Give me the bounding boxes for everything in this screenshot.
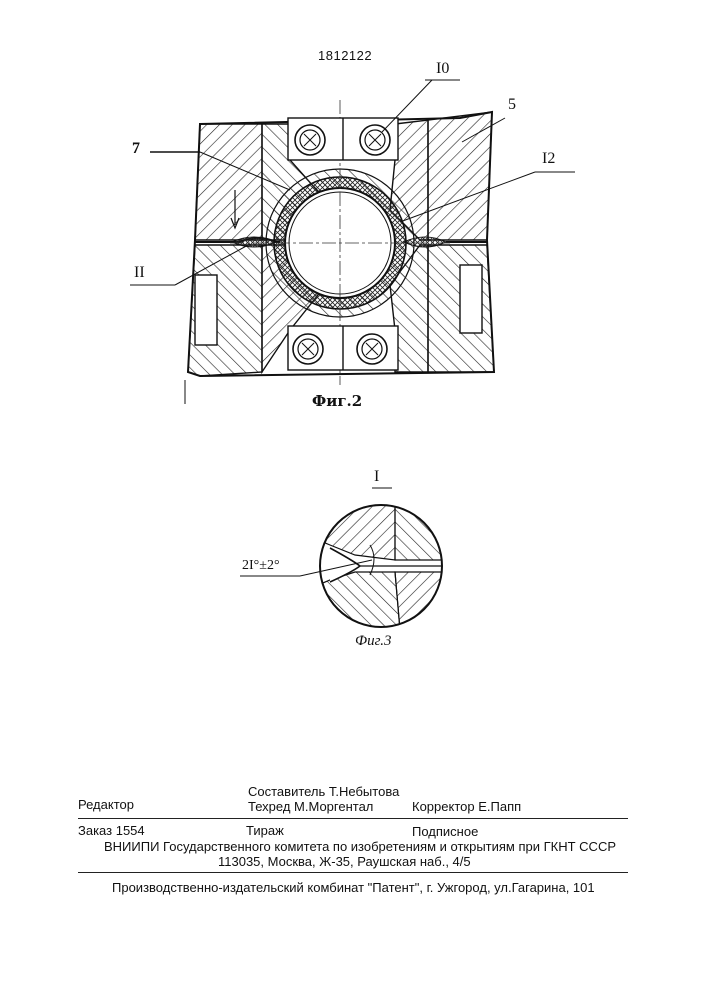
fig3-title: I bbox=[374, 468, 379, 486]
divider-bottom bbox=[78, 872, 628, 873]
publisher: Производственно-издательский комбинат "П… bbox=[112, 880, 595, 895]
divider-top bbox=[78, 818, 628, 819]
corrector: Корректор Е.Папп bbox=[412, 799, 521, 814]
editor: Редактор bbox=[78, 797, 134, 812]
address: 113035, Москва, Ж-35, Раушская наб., 4/5 bbox=[218, 854, 471, 869]
label-10: I0 bbox=[436, 60, 449, 78]
fig3-angle-label: 2I°±2° bbox=[242, 558, 280, 574]
subscription: Подписное bbox=[412, 824, 478, 839]
label-7: 7 bbox=[132, 140, 140, 158]
label-5: 5 bbox=[508, 96, 516, 114]
order: Заказ 1554 bbox=[78, 823, 145, 838]
label-11: II bbox=[134, 264, 145, 282]
techred: Техред М.Моргентал bbox=[248, 799, 373, 814]
circulation: Тираж bbox=[246, 823, 284, 838]
institute: ВНИИПИ Государственного комитета по изоб… bbox=[104, 839, 616, 854]
fig3-caption: Фиг.3 bbox=[355, 633, 391, 650]
compiler: Составитель Т.Небытова bbox=[248, 784, 399, 799]
label-12: I2 bbox=[542, 150, 555, 168]
fig2-caption: Фиг.2 bbox=[312, 392, 362, 410]
